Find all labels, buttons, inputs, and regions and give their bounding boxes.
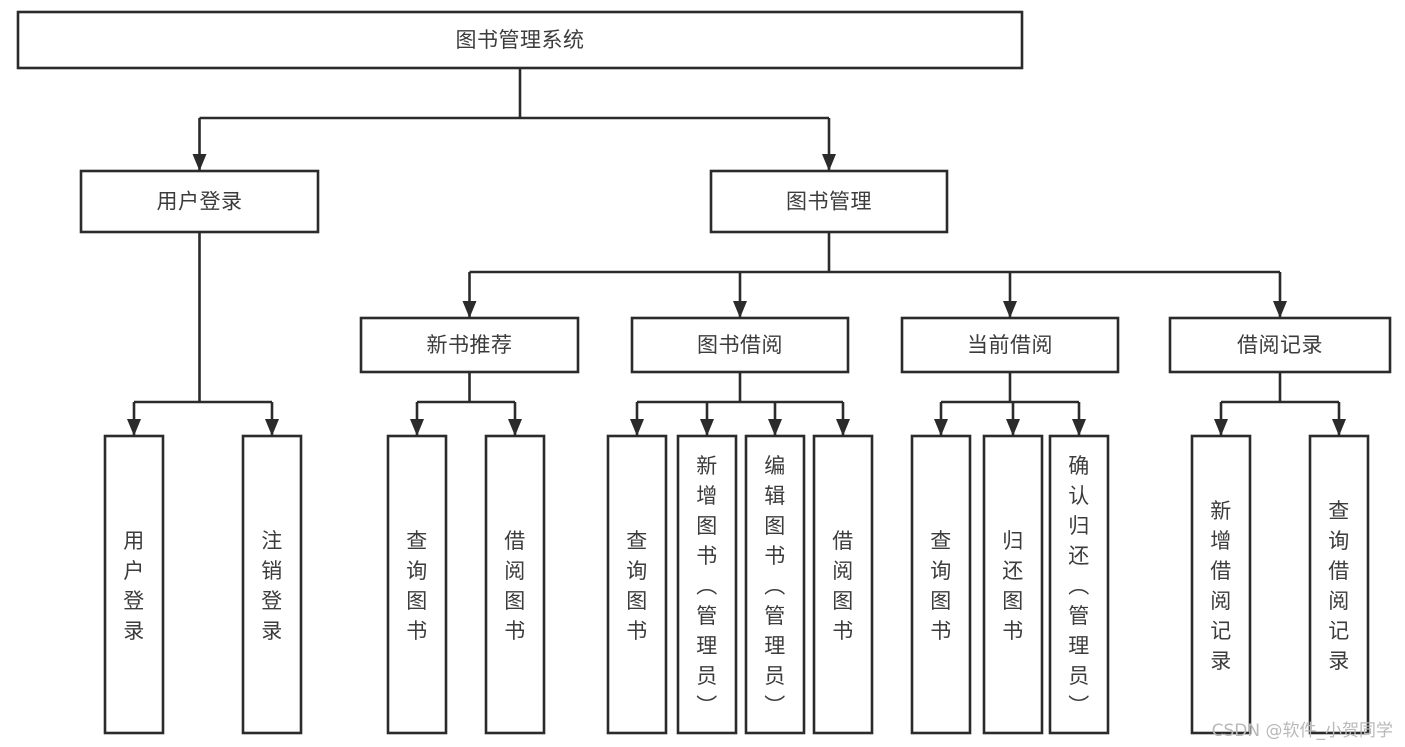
edge-arrowhead <box>410 419 424 436</box>
node-label-leaf-query-book-3: 查询图书 <box>930 529 952 643</box>
node-box-leaf-add-book[interactable] <box>676 434 738 735</box>
node-box-leaf-add-borrow-record[interactable] <box>1190 434 1252 735</box>
node-label-borrow-record: 借阅记录 <box>1237 333 1323 357</box>
edge-arrowhead <box>1273 301 1287 318</box>
node-label-leaf-add-borrow-record: 新增借阅记录 <box>1210 499 1232 673</box>
edge-arrowhead <box>265 419 279 436</box>
node-box-leaf-logout[interactable] <box>241 434 303 735</box>
node-label-leaf-borrow-book-1: 借阅图书 <box>504 529 526 643</box>
node-label-current-borrow: 当前借阅 <box>967 333 1053 357</box>
node-box-leaf-return-book[interactable] <box>982 434 1044 735</box>
node-label-leaf-add-book: 新增图书︵管理员︶ <box>696 454 718 718</box>
node-label-leaf-confirm-return: 确认归还︵管理员︶ <box>1068 454 1090 718</box>
node-leaf-user-login[interactable]: 用户登录 <box>103 434 165 735</box>
edge-arrowhead <box>1214 419 1228 436</box>
edge-arrowhead <box>700 419 714 436</box>
node-box-leaf-confirm-return[interactable] <box>1048 434 1110 735</box>
edge-arrowhead <box>733 301 747 318</box>
node-label-leaf-borrow-book-2: 借阅图书 <box>832 529 854 643</box>
node-box-borrow-record[interactable] <box>1168 316 1392 374</box>
nodes-layer: 图书管理系统用户登录图书管理新书推荐图书借阅当前借阅借阅记录用户登录注销登录查询… <box>16 10 1392 735</box>
node-leaf-add-borrow-record[interactable]: 新增借阅记录 <box>1190 434 1252 735</box>
edge-arrowhead <box>508 419 522 436</box>
node-leaf-query-borrow-record[interactable]: 查询借阅记录 <box>1308 434 1370 735</box>
node-leaf-logout[interactable]: 注销登录 <box>241 434 303 735</box>
node-book-manage[interactable]: 图书管理 <box>709 169 949 234</box>
node-borrow-record[interactable]: 借阅记录 <box>1168 316 1392 374</box>
node-new-book-recommend[interactable]: 新书推荐 <box>359 316 580 374</box>
node-label-leaf-logout: 注销登录 <box>261 529 283 643</box>
node-leaf-edit-book[interactable]: 编辑图书︵管理员︶ <box>744 434 806 735</box>
node-label-user-login: 用户登录 <box>157 190 243 214</box>
node-label-leaf-query-borrow-record: 查询借阅记录 <box>1328 499 1350 673</box>
node-label-new-book-recommend: 新书推荐 <box>427 333 513 357</box>
edge-arrowhead <box>822 154 836 171</box>
node-box-leaf-query-book-2[interactable] <box>606 434 668 735</box>
edge-arrowhead <box>1332 419 1346 436</box>
node-leaf-add-book[interactable]: 新增图书︵管理员︶ <box>676 434 738 735</box>
node-leaf-confirm-return[interactable]: 确认归还︵管理员︶ <box>1048 434 1110 735</box>
edge-arrowhead <box>934 419 948 436</box>
node-box-current-borrow[interactable] <box>900 316 1120 374</box>
node-label-leaf-user-login: 用户登录 <box>123 529 145 643</box>
node-leaf-query-book-3[interactable]: 查询图书 <box>910 434 972 735</box>
edge-arrowhead <box>630 419 644 436</box>
edges-layer <box>127 68 1346 436</box>
node-box-root[interactable] <box>16 10 1024 70</box>
node-box-leaf-borrow-book-1[interactable] <box>484 434 546 735</box>
node-box-leaf-query-book-3[interactable] <box>910 434 972 735</box>
node-box-leaf-user-login[interactable] <box>103 434 165 735</box>
node-leaf-borrow-book-1[interactable]: 借阅图书 <box>484 434 546 735</box>
edge-arrowhead <box>192 154 207 171</box>
node-label-leaf-query-book-1: 查询图书 <box>406 529 428 643</box>
node-label-leaf-query-book-2: 查询图书 <box>626 529 648 643</box>
edge-arrowhead <box>836 419 850 436</box>
node-box-user-login[interactable] <box>79 169 320 234</box>
node-box-leaf-query-book-1[interactable] <box>386 434 448 735</box>
node-label-book-manage: 图书管理 <box>786 190 872 214</box>
node-user-login[interactable]: 用户登录 <box>79 169 320 234</box>
node-box-leaf-query-borrow-record[interactable] <box>1308 434 1370 735</box>
node-label-book-borrow: 图书借阅 <box>697 333 783 357</box>
node-leaf-borrow-book-2[interactable]: 借阅图书 <box>812 434 874 735</box>
node-book-borrow[interactable]: 图书借阅 <box>630 316 850 374</box>
node-root[interactable]: 图书管理系统 <box>16 10 1024 70</box>
node-box-book-manage[interactable] <box>709 169 949 234</box>
node-leaf-query-book-1[interactable]: 查询图书 <box>386 434 448 735</box>
node-box-leaf-borrow-book-2[interactable] <box>812 434 874 735</box>
edge-arrowhead <box>1003 301 1017 318</box>
node-box-leaf-edit-book[interactable] <box>744 434 806 735</box>
node-label-leaf-edit-book: 编辑图书︵管理员︶ <box>764 454 786 718</box>
node-label-leaf-return-book: 归还图书 <box>1002 529 1024 643</box>
node-box-book-borrow[interactable] <box>630 316 850 374</box>
edge-arrowhead <box>768 419 782 436</box>
node-leaf-return-book[interactable]: 归还图书 <box>982 434 1044 735</box>
node-current-borrow[interactable]: 当前借阅 <box>900 316 1120 374</box>
node-label-root: 图书管理系统 <box>456 28 585 52</box>
node-box-new-book-recommend[interactable] <box>359 316 580 374</box>
edge-arrowhead <box>127 419 141 436</box>
edge-arrowhead <box>1006 419 1020 436</box>
node-leaf-query-book-2[interactable]: 查询图书 <box>606 434 668 735</box>
edge-arrowhead <box>462 301 477 318</box>
edge-arrowhead <box>1072 419 1086 436</box>
